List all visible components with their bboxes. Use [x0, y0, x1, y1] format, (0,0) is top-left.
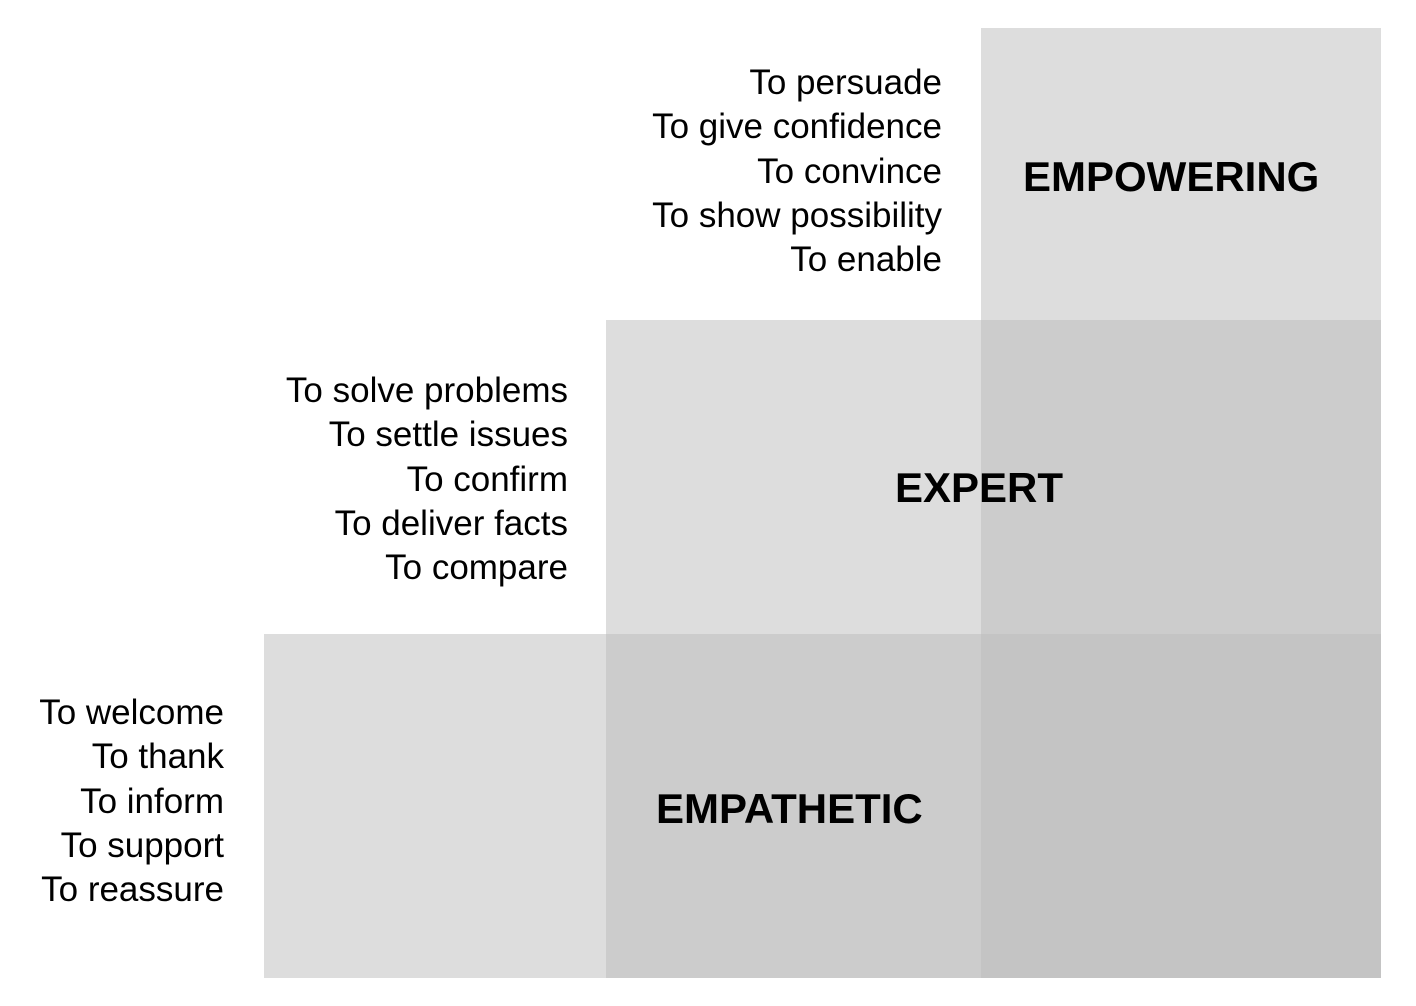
purpose-item: To solve problems: [285, 371, 568, 410]
purpose-item: To convince: [757, 151, 942, 191]
empathetic-title: EMPATHETIC: [656, 785, 923, 832]
purpose-item: To inform: [80, 781, 224, 821]
expert-title: EXPERT: [895, 464, 1064, 511]
purpose-item: To confirm: [406, 459, 568, 499]
purpose-item: To settle issues: [328, 415, 568, 455]
empowering-purposes: To persuade To give confidence To convin…: [652, 61, 942, 282]
empowering-title: EMPOWERING: [1023, 153, 1320, 200]
purpose-item: To thank: [91, 737, 224, 777]
purpose-item: To enable: [790, 240, 942, 280]
purpose-item: To persuade: [749, 63, 942, 102]
purpose-item: To give confidence: [652, 107, 942, 147]
purpose-item: To welcome: [39, 693, 224, 732]
purpose-item: To reassure: [41, 870, 224, 910]
purpose-item: To show possibility: [652, 195, 942, 235]
purpose-item: To support: [60, 825, 224, 865]
empathetic-block: [264, 634, 1381, 978]
purpose-item: To deliver facts: [334, 503, 568, 543]
purpose-item: To compare: [385, 548, 568, 588]
empathetic-purposes: To welcome To thank To inform To support…: [39, 691, 224, 912]
expert-purposes: To solve problems To settle issues To co…: [286, 369, 568, 590]
